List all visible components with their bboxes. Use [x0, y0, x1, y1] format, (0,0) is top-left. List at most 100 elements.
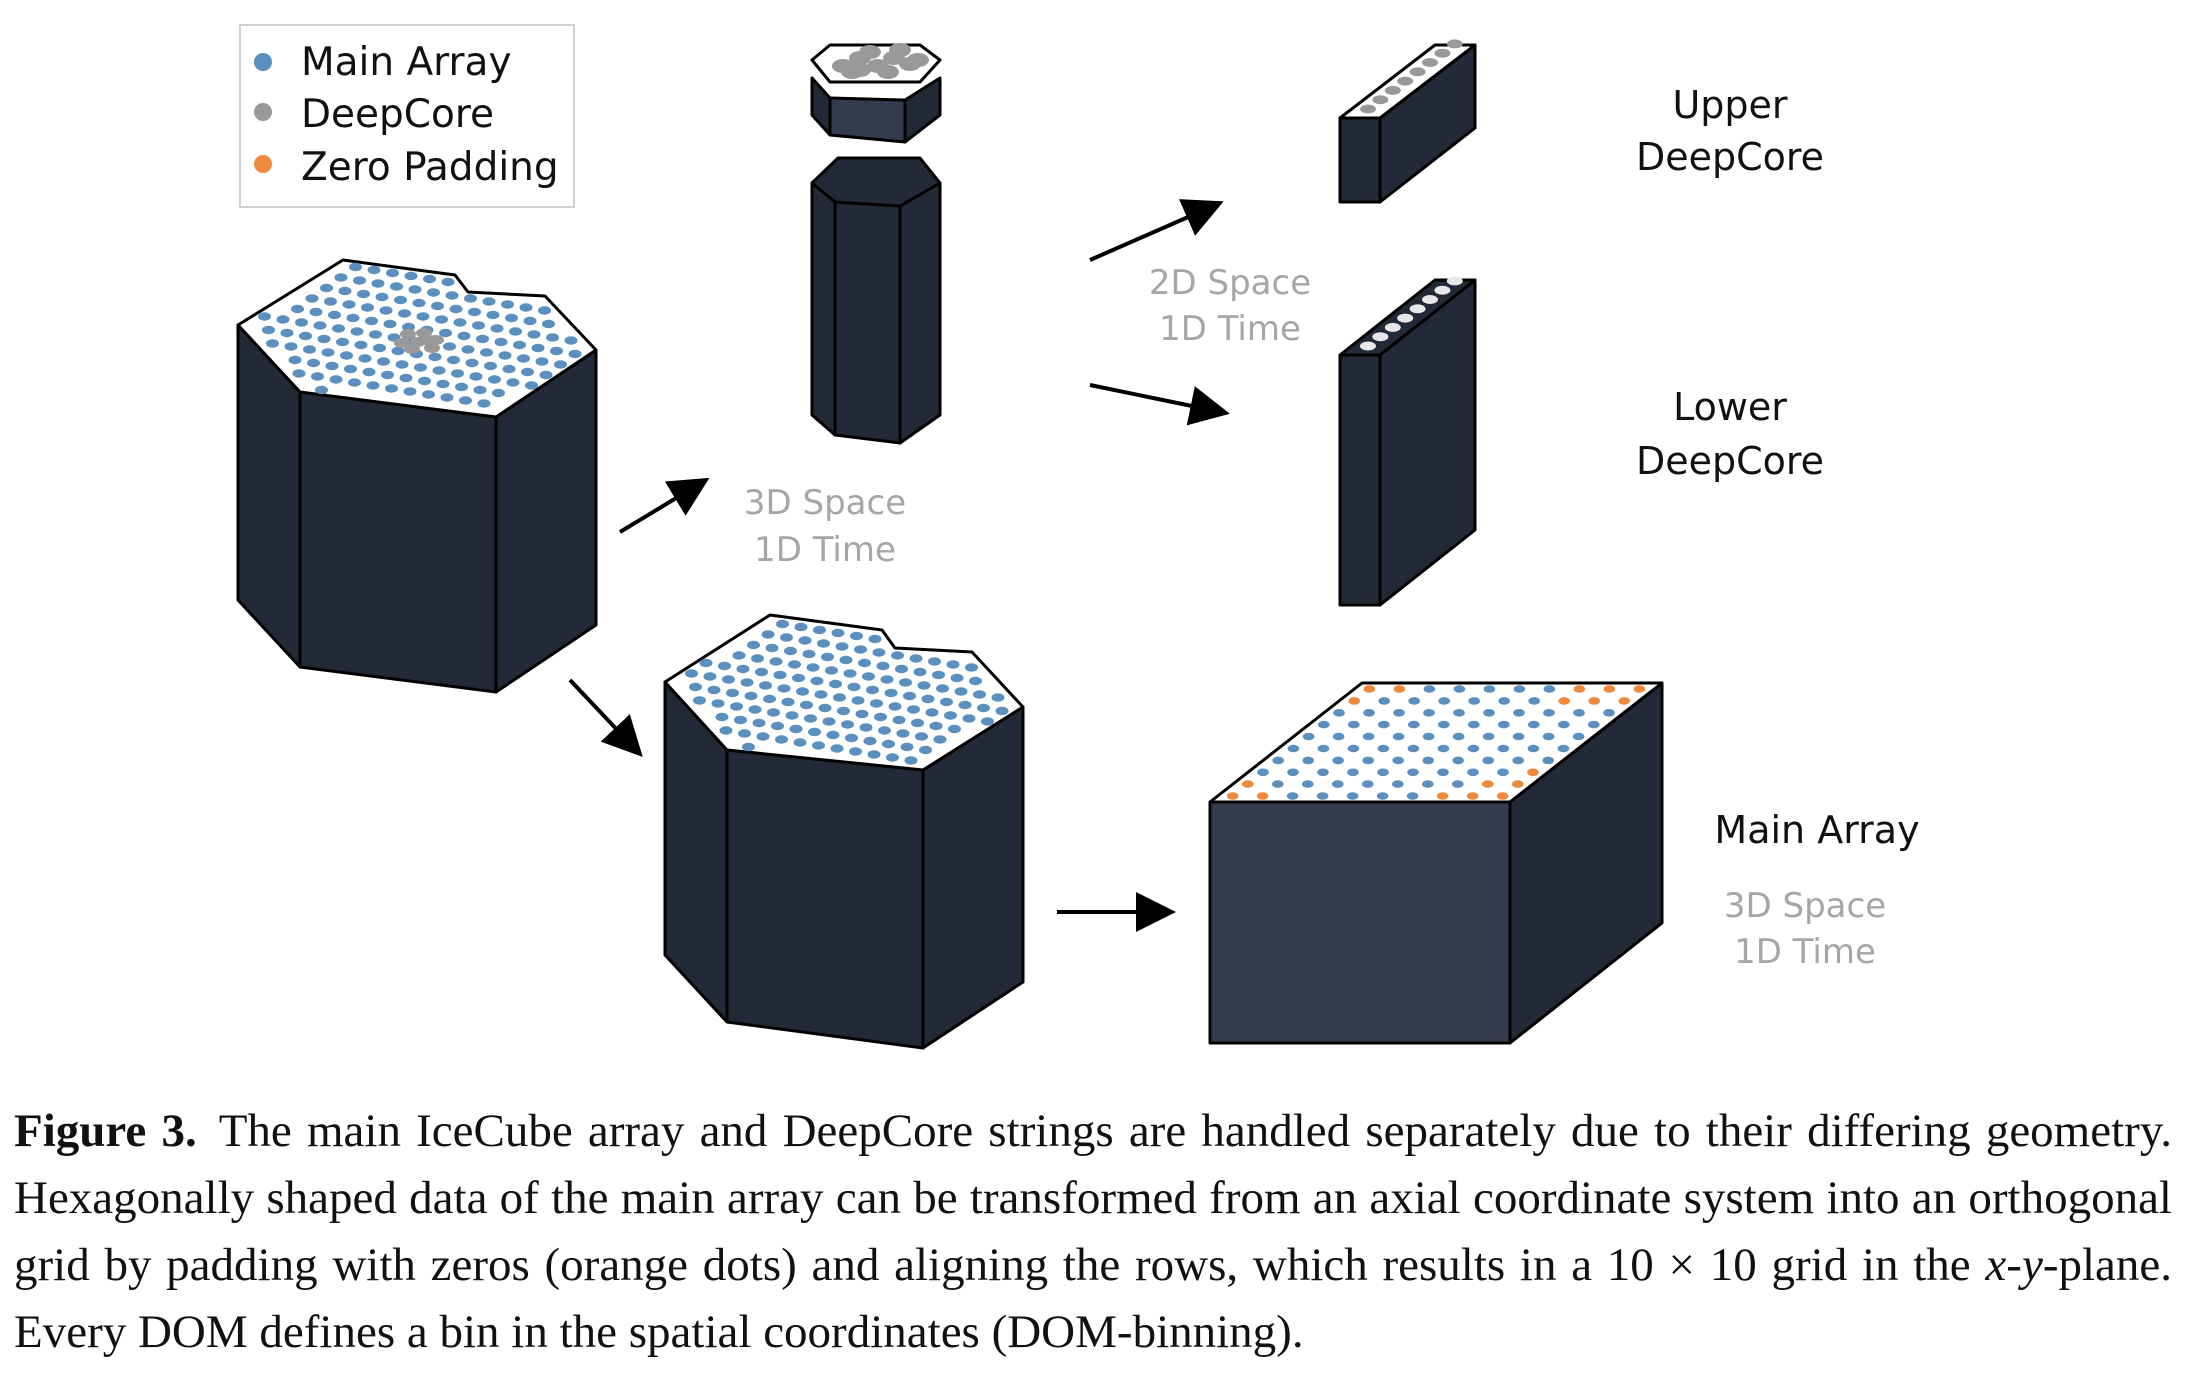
main-array-dot — [1408, 720, 1420, 729]
main-array-dot — [457, 331, 471, 341]
label-3d-time-b: 1D Time — [1734, 932, 1876, 972]
main-array-dot — [340, 351, 353, 360]
padding-dot — [1588, 697, 1600, 705]
main-array-dot — [1302, 732, 1315, 741]
main-array-dot — [789, 724, 803, 734]
main-array-dot — [509, 327, 522, 336]
main-array-dot — [867, 750, 881, 759]
main-array-dot — [849, 747, 862, 756]
main-array-dot — [469, 372, 483, 381]
main-array-dot — [872, 648, 886, 657]
main-array-dot — [726, 688, 739, 698]
main-array-dot — [324, 297, 337, 306]
main-array-dot — [1543, 709, 1555, 717]
figure-diagram: Main Array DeepCore Zero Padding — [236, 24, 1920, 1050]
main-array-dot — [550, 346, 563, 356]
main-array-dot — [465, 358, 479, 368]
main-array-dot — [1467, 768, 1479, 777]
main-array-dot — [748, 705, 762, 714]
main-array-dot — [965, 663, 978, 672]
main-array-dot — [884, 688, 898, 698]
main-array-dot — [851, 696, 865, 705]
main-array-dot — [1317, 744, 1330, 753]
main-array-dot — [1407, 744, 1420, 753]
main-array-dot — [756, 732, 770, 741]
main-array-dot — [744, 691, 758, 701]
main-array-dot — [767, 708, 780, 717]
main-array-dot — [1408, 697, 1420, 705]
main-array-dot — [977, 703, 990, 713]
main-array-dot — [502, 364, 516, 374]
main-array-dot — [295, 318, 308, 327]
main-array-dot — [896, 729, 910, 738]
label-3d-time-a: 1D Time — [754, 530, 896, 570]
main-array-dot — [1362, 732, 1375, 741]
main-array-dot — [703, 672, 717, 681]
main-array-dot — [403, 387, 417, 396]
main-array-dot — [796, 687, 809, 696]
main-array-dot — [788, 660, 801, 669]
main-array-dot — [1482, 756, 1494, 765]
legend-dot-zero-padding — [254, 155, 272, 173]
main-array-dot — [693, 696, 706, 705]
main-array-dot — [752, 718, 766, 728]
main-array-dot — [1347, 744, 1360, 753]
main-array-dot — [453, 318, 467, 327]
main-array-dot — [1287, 768, 1299, 777]
upper-deepcore-dots — [1360, 39, 1463, 114]
main-array-dot — [847, 682, 861, 692]
main-array-dot — [1572, 732, 1585, 741]
main-array-dot — [1347, 768, 1359, 777]
main-array-dot — [379, 306, 393, 315]
main-array-dot — [539, 370, 553, 380]
main-array-hex-top — [663, 613, 1025, 772]
caption-label: Figure 3. — [14, 1105, 197, 1157]
main-array-dot — [771, 721, 784, 731]
main-array-dot — [325, 361, 339, 371]
main-array-dot — [451, 369, 464, 378]
padding-dot — [1393, 685, 1406, 693]
main-array-dot — [1498, 697, 1510, 705]
main-array-dot — [909, 654, 923, 663]
main-array-dot — [862, 672, 875, 681]
main-array-dot — [907, 705, 920, 714]
main-array-dot — [431, 301, 444, 311]
main-array-dot — [423, 274, 436, 284]
main-array-dot — [886, 753, 899, 762]
main-array-dot — [416, 312, 430, 321]
main-array-dot — [369, 330, 382, 339]
main-array-dot — [888, 702, 902, 711]
main-array-dot — [776, 619, 789, 629]
main-array-dot — [564, 336, 578, 345]
padding-dot — [1527, 768, 1539, 777]
padding-dot — [1348, 697, 1360, 705]
main-array-dot — [1378, 720, 1390, 729]
main-array-dot — [1407, 768, 1419, 777]
legend: Main Array DeepCore Zero Padding — [239, 24, 575, 208]
main-array-dot — [1316, 792, 1329, 800]
deepcore-dot — [1422, 58, 1438, 67]
main-array-dot — [822, 717, 836, 726]
main-array-dot — [699, 658, 713, 668]
main-array-dot — [486, 310, 500, 320]
main-array-dot — [1362, 756, 1374, 765]
main-array-dot — [711, 699, 725, 708]
main-array-dot — [1422, 756, 1434, 765]
main-array-dot — [981, 717, 994, 726]
main-array-dot — [866, 685, 879, 695]
main-array-dot — [266, 339, 279, 348]
main-array-dot — [490, 324, 504, 333]
main-array-dot — [284, 342, 298, 351]
main-array-dot — [357, 289, 370, 299]
legend-dot-main-array — [254, 53, 272, 71]
main-array-dot — [738, 729, 751, 738]
main-array-dot — [868, 634, 882, 644]
main-array-dot — [1467, 744, 1480, 753]
main-array-dot — [317, 334, 331, 344]
main-array-dot — [845, 733, 858, 743]
deepcore-dot — [849, 63, 871, 77]
main-array-dot — [427, 288, 440, 297]
main-array-dot — [1482, 732, 1495, 741]
main-array-dot — [1453, 685, 1466, 693]
main-array-dot — [414, 363, 427, 372]
